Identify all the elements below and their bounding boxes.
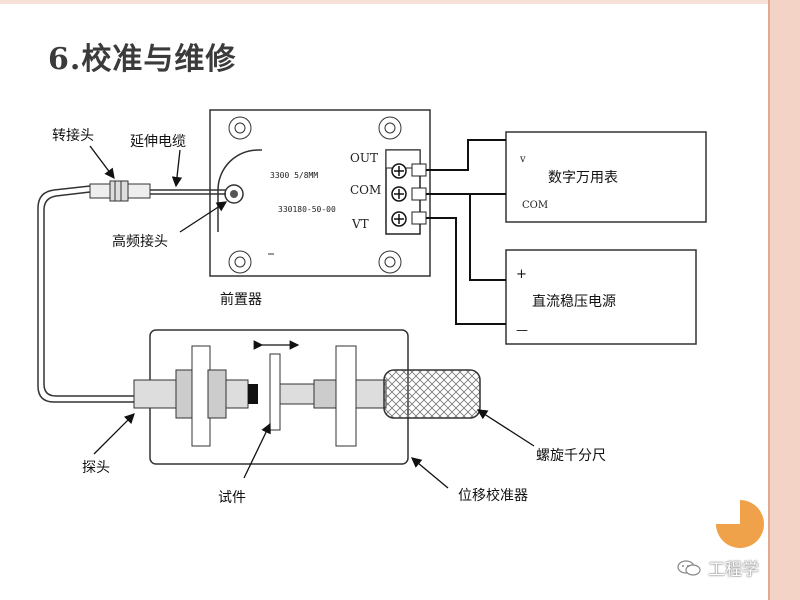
multimeter-label: 数字万用表 xyxy=(548,170,618,186)
label-extension-cable: 延伸电缆 xyxy=(130,134,186,150)
slide-right-border xyxy=(768,0,800,600)
label-hf-connector: 高频接头 xyxy=(112,233,168,250)
watermark-text: 工程学 xyxy=(708,560,759,580)
multimeter-com-terminal: COM xyxy=(522,200,548,211)
dc-power-supply: + 直流稳压电源 — xyxy=(505,249,697,345)
watermark: 工程学 xyxy=(676,555,759,580)
label-micrometer: 螺旋千分尺 xyxy=(536,448,606,464)
decorative-pie xyxy=(716,500,764,548)
slide-top-border xyxy=(0,0,768,4)
terminal-block: OUT COM VT xyxy=(350,149,427,235)
preamp-model: 3300 5/8MM xyxy=(270,171,318,180)
micrometer-thimble xyxy=(383,369,481,419)
adapter-connector xyxy=(89,180,151,202)
power-plus-terminal: + xyxy=(516,267,527,282)
slide-title: 6.校准与维修 xyxy=(48,42,237,77)
multimeter-v-terminal: v xyxy=(519,154,526,165)
label-preamp: 前置器 xyxy=(220,291,262,308)
wiring xyxy=(426,139,506,325)
labels: 转接头 延伸电缆 高频接头 前置器 探头 试件 位移校准器 螺旋千分尺 xyxy=(52,127,606,506)
leader-arrows xyxy=(89,145,535,489)
label-adapter: 转接头 xyxy=(52,127,94,144)
label-probe: 探头 xyxy=(82,460,110,476)
cable xyxy=(37,185,226,403)
label-calibrator: 位移校准器 xyxy=(458,487,528,504)
probe-bracket xyxy=(191,345,211,447)
power-minus-terminal: — xyxy=(516,323,528,337)
terminal-com-label: COM xyxy=(350,183,381,197)
terminal-out-label: OUT xyxy=(350,151,378,165)
wechat-icon xyxy=(677,559,701,576)
probe-nut xyxy=(175,369,195,419)
digital-multimeter: v 数字万用表 COM xyxy=(505,131,707,223)
probe-tip xyxy=(248,384,258,404)
label-specimen: 试件 xyxy=(218,490,246,506)
displacement-calibrator xyxy=(133,329,481,465)
specimen-plate xyxy=(269,353,281,431)
power-supply-label: 直流稳压电源 xyxy=(532,293,616,310)
preamp-part-number: 330180-50-00 xyxy=(278,205,336,214)
terminal-vt-label: VT xyxy=(351,217,369,231)
probe-body xyxy=(133,379,179,409)
